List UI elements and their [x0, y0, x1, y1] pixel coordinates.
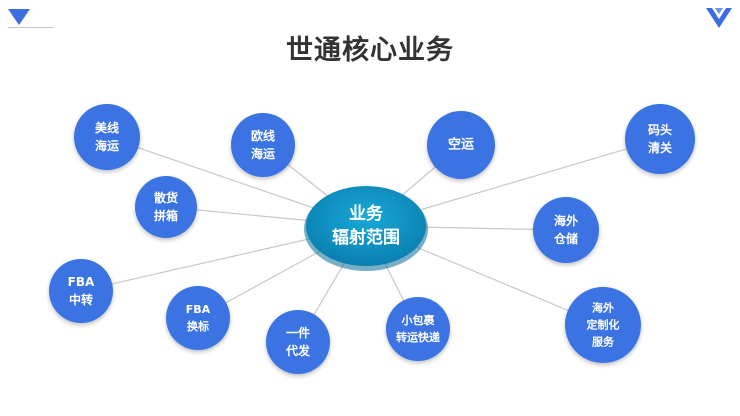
node-circle: [386, 297, 450, 361]
node-overseas-custom-label-line: 海外: [592, 301, 614, 315]
node-overseas-warehouse-label-line: 海外: [554, 213, 578, 228]
node-fba-transfer: FBA 中转: [49, 259, 113, 323]
node-fba-relabel-label-line: FBA: [186, 303, 211, 316]
node-overseas-custom-label-line: 服务: [592, 335, 615, 349]
node-us-ocean-label-line: 海运: [95, 138, 119, 153]
page-title: 世通核心业务: [286, 35, 454, 66]
node-customs-label-line: 清关: [648, 140, 672, 155]
node-circle: [565, 287, 641, 363]
triangle-down-icon: [8, 9, 30, 25]
node-circle: [266, 310, 330, 374]
node-circle: [74, 104, 140, 170]
node-fba-transfer-label-line: 中转: [69, 292, 93, 307]
node-eu-ocean-label-line: 海运: [251, 146, 275, 161]
node-fba-relabel-label-line: 换标: [187, 319, 209, 333]
node-lcl-label-line: 散货: [154, 190, 178, 205]
node-overseas-custom-label-line: 定制化: [587, 318, 620, 332]
node-circle: [135, 176, 197, 238]
node-one-stop-label-line: 一件: [286, 325, 310, 340]
node-circle: [427, 111, 495, 179]
node-lcl-label-line: 拼箱: [154, 208, 178, 223]
center-ellipse: [306, 186, 426, 266]
node-parcel-label-line: 转运快递: [396, 330, 440, 344]
node-us-ocean-label-line: 美线: [95, 120, 119, 135]
node-circle: [166, 286, 230, 350]
center-label-line: 辐射范围: [332, 227, 400, 248]
node-overseas-warehouse-label-line: 仓储: [553, 231, 578, 246]
node-circle: [49, 259, 113, 323]
node-one-stop-label-line: 代发: [285, 343, 311, 358]
center-label-line: 业务: [349, 203, 384, 224]
node-circle: [625, 104, 695, 174]
node-fba-relabel: FBA 换标: [166, 286, 230, 350]
node-customs-label-line: 码头: [648, 122, 672, 137]
logo-triangle-icon: [706, 8, 732, 28]
node-eu-ocean-label-line: 欧线: [251, 128, 275, 143]
node-circle: [231, 113, 295, 177]
corner-divider-line: [8, 27, 54, 28]
node-circle: [533, 197, 599, 263]
node-air-label-line: 空运: [448, 137, 474, 153]
node-fba-transfer-label-line: FBA: [68, 275, 95, 289]
node-parcel-label-line: 小包裹: [401, 313, 436, 327]
service-nodes: 美线海运欧线海运空运码头清关散货拼箱海外仓储FBA中转FBA换标一件代发小包裹转…: [49, 104, 695, 374]
node-air: 空运: [427, 111, 495, 179]
